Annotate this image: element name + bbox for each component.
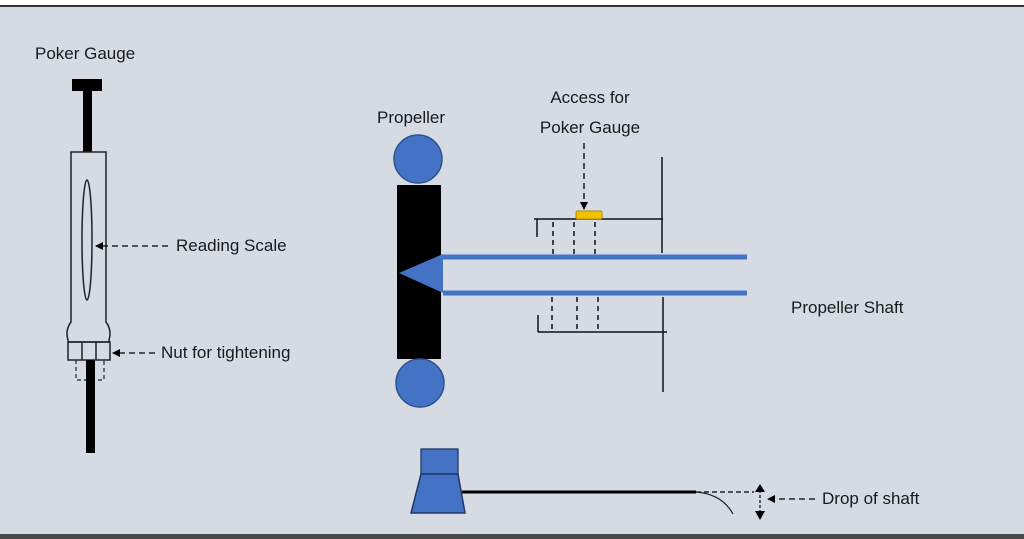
- inset-propeller-top: [420, 448, 459, 475]
- propeller-blade-bottom: [395, 358, 445, 408]
- reading-scale-label: Reading Scale: [176, 236, 287, 255]
- frame-bottom-border: [0, 534, 1024, 539]
- gauge-t-handle: [72, 79, 102, 91]
- inset-propeller-base: [410, 473, 466, 514]
- poker-gauge: [66, 79, 168, 453]
- nut-for-tightening-label: Nut for tightening: [161, 343, 291, 362]
- shaft-drop-inset: [410, 448, 815, 520]
- gauge-plunger-bottom: [86, 360, 95, 453]
- inset-shaft-drooped: [695, 491, 734, 515]
- gauge-nut: [67, 341, 111, 361]
- access-label-line1: Access for: [550, 88, 630, 107]
- propeller-cone: [399, 254, 443, 293]
- propeller: [393, 134, 445, 408]
- gauge-body: [66, 151, 111, 343]
- gauge-nut-hidden-thread: [75, 360, 105, 381]
- drop-arrow-up-icon: [755, 484, 765, 492]
- propeller-shaft-label: Propeller Shaft: [791, 298, 904, 317]
- drop-of-shaft-label: Drop of shaft: [822, 489, 920, 508]
- propeller-blade-top: [393, 134, 443, 184]
- diagram-background: [0, 7, 1024, 534]
- gauge-plunger-top: [83, 91, 92, 152]
- propeller-shaft: [443, 254, 747, 296]
- reading-scale-window: [81, 179, 93, 301]
- access-label-line2: Poker Gauge: [539, 118, 641, 137]
- poker-gauge-access-point: [575, 210, 603, 220]
- stern-tube: [534, 157, 667, 392]
- poker-gauge-title: Poker Gauge: [35, 44, 136, 63]
- propeller-label: Propeller: [377, 108, 446, 127]
- frame-top-border: [0, 5, 1024, 7]
- drop-arrow-down-icon: [755, 511, 765, 520]
